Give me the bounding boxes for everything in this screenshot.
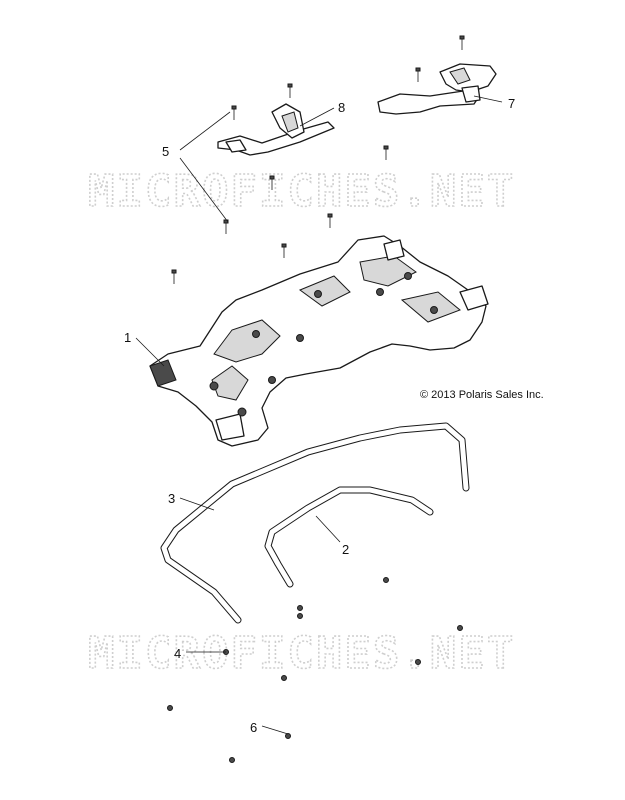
rack-part-1 bbox=[149, 235, 489, 447]
screw bbox=[281, 243, 287, 258]
callout-1: 1 bbox=[124, 330, 131, 345]
rail-tube-part-2 bbox=[264, 486, 434, 588]
rail-tube-part-3 bbox=[160, 422, 470, 624]
screw bbox=[415, 67, 421, 82]
screw bbox=[287, 83, 293, 98]
callout-6: 6 bbox=[250, 720, 257, 735]
callout-4: 4 bbox=[174, 646, 181, 661]
bracket-right-part-7 bbox=[377, 63, 497, 115]
screw bbox=[269, 175, 275, 190]
copyright-notice: © 2013 Polaris Sales Inc. bbox=[420, 389, 544, 401]
screw bbox=[223, 219, 229, 234]
bracket-left-part-8 bbox=[217, 103, 335, 156]
screw bbox=[327, 213, 333, 228]
watermark-top: MICROFICHES.NET bbox=[88, 166, 515, 217]
screw bbox=[383, 145, 389, 160]
screw bbox=[231, 105, 237, 120]
screw bbox=[171, 269, 177, 284]
hardware-group bbox=[167, 577, 463, 763]
leader-lines bbox=[135, 95, 503, 735]
screw bbox=[459, 35, 465, 50]
callout-2: 2 bbox=[342, 542, 349, 557]
watermark-bottom: MICROFICHES.NET bbox=[88, 628, 515, 679]
callout-8: 8 bbox=[338, 100, 345, 115]
screw-group bbox=[171, 35, 465, 284]
callout-7: 7 bbox=[508, 96, 515, 111]
callout-5: 5 bbox=[162, 144, 169, 159]
callout-3: 3 bbox=[168, 491, 175, 506]
